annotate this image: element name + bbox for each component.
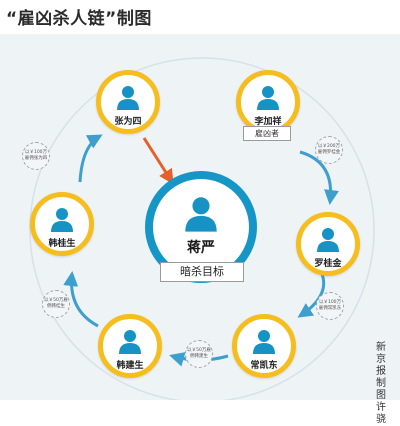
person-name: 张为四: [114, 117, 142, 127]
person-name: 韩桂生: [48, 239, 76, 249]
person-node-n4[interactable]: 常凯东: [232, 314, 296, 378]
person-node-n1[interactable]: 张为四: [96, 70, 160, 134]
money-note-m2: 以￥200万雇佣罗桂金: [315, 136, 343, 164]
person-node-n5[interactable]: 韩建生: [98, 314, 162, 378]
diagram-canvas: 张为四 李加祥 雇凶者 罗桂金 常凯东 韩建生: [0, 34, 400, 425]
money-note-text: 以￥50万雇佣韩建生: [187, 348, 211, 359]
target-label: 暗杀目标: [160, 262, 244, 282]
person-icon: [51, 208, 73, 232]
person-icon: [119, 330, 141, 354]
credit-label: 新京报制图 许骁: [376, 342, 386, 425]
money-note-m3: 以￥100万雇佣常凯东: [316, 292, 344, 320]
person-name: 罗桂金: [314, 259, 342, 269]
money-note-m5: 以￥50万雇佣韩桂生: [42, 290, 70, 318]
flow-arrow-n2-n3: [299, 150, 339, 205]
person-icon: [253, 330, 275, 354]
flow-arrow-n6-n1: [78, 134, 103, 183]
person-icon: [185, 197, 217, 232]
person-icon: [117, 86, 139, 110]
person-icon: [257, 86, 279, 110]
person-node-n3[interactable]: 罗桂金: [296, 212, 360, 276]
person-node-n6[interactable]: 韩桂生: [30, 192, 94, 256]
person-name: 李加祥: [254, 117, 282, 127]
person-name: 常凯东: [250, 361, 278, 371]
diagram-title: “雇凶杀人链”制图: [6, 9, 152, 29]
money-note-text: 以￥50万雇佣韩桂生: [44, 298, 68, 309]
money-note-text: 以￥200万雇佣罗桂金: [317, 144, 341, 155]
target-name: 蒋严: [187, 240, 215, 256]
money-note-m1: 以￥100万雇佣张为四: [22, 142, 50, 170]
target-arrow-n1-center: [142, 137, 174, 185]
money-note-text: 以￥100万雇佣常凯东: [318, 300, 342, 311]
person-icon: [317, 228, 339, 252]
flow-arrow-n5-n6: [63, 271, 99, 328]
person-name: 韩建生: [116, 361, 144, 371]
money-note-m4: 以￥50万雇佣韩建生: [185, 340, 213, 368]
money-note-text: 以￥100万雇佣张为四: [24, 150, 48, 161]
role-label: 雇凶者: [243, 126, 291, 141]
person-node-n2[interactable]: 李加祥: [236, 70, 300, 134]
